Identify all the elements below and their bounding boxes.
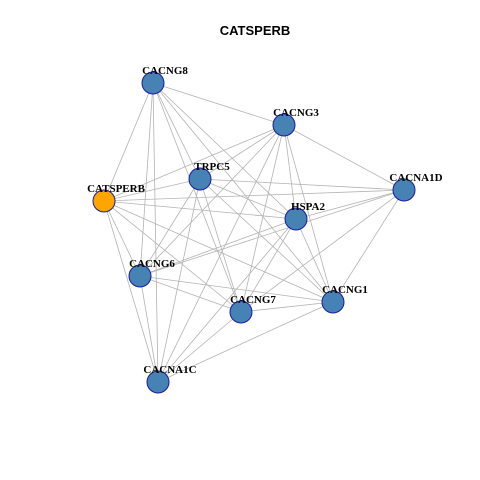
node-cacng7 (229, 300, 253, 324)
node-cacng1 (321, 290, 345, 314)
node-layer (92, 71, 416, 394)
edge-catsperb-cacng6 (103, 200, 141, 277)
node-label-cacng8: CACNG8 (142, 65, 188, 77)
edge-cacng3-trpc5 (199, 124, 285, 180)
edge-cacng8-hspa2 (152, 82, 297, 220)
edge-cacng8-trpc5 (152, 82, 201, 180)
node-cacng8 (141, 71, 165, 95)
node-label-cacng1: CACNG1 (322, 284, 368, 296)
edge-hspa2-cacng6 (139, 218, 297, 277)
node-label-cacng7: CACNG7 (230, 294, 276, 306)
diagram-title: CATSPERB (220, 23, 291, 38)
edge-cacng6-cacna1c (139, 275, 159, 383)
edge-trpc5-cacng7 (199, 178, 242, 313)
node-cacna1c (146, 370, 170, 394)
edge-catsperb-hspa2 (103, 200, 297, 220)
edge-trpc5-catsperb (103, 178, 201, 202)
edge-cacng8-cacna1c (152, 82, 159, 383)
edge-hspa2-cacng1 (295, 218, 334, 303)
edge-trpc5-cacng1 (199, 178, 334, 303)
edge-cacng8-catsperb (103, 82, 154, 202)
edge-trpc5-cacna1d (199, 178, 405, 191)
edge-cacng3-cacng7 (240, 124, 285, 313)
edge-catsperb-cacng7 (103, 200, 242, 313)
node-cacng6 (128, 264, 152, 288)
edge-cacng6-cacng1 (139, 275, 334, 303)
edge-cacng6-cacng7 (139, 275, 242, 313)
edge-trpc5-cacng6 (139, 178, 201, 277)
edge-cacng1-cacna1c (157, 301, 334, 383)
node-label-cacna1d: CACNA1D (389, 172, 442, 184)
edge-cacng7-cacna1c (157, 311, 242, 383)
node-label-trpc5: TRPC5 (194, 161, 230, 173)
node-label-catsperb: CATSPERB (87, 183, 146, 195)
edge-cacna1d-hspa2 (295, 189, 405, 220)
edge-hspa2-cacng7 (240, 218, 297, 313)
edge-cacng8-cacng6 (139, 82, 154, 277)
edge-hspa2-cacna1c (157, 218, 297, 383)
node-cacna1d (392, 178, 416, 202)
edge-cacng1-cacng7 (240, 301, 334, 313)
edge-cacna1d-cacng7 (240, 189, 405, 313)
edge-cacng3-cacng6 (139, 124, 285, 277)
node-trpc5 (188, 167, 212, 191)
edge-cacng3-cacng1 (283, 124, 334, 303)
edge-cacng3-cacna1d (283, 124, 405, 191)
edge-cacng3-cacna1c (157, 124, 285, 383)
edge-cacna1d-cacng6 (139, 189, 405, 277)
node-label-cacng3: CACNG3 (273, 107, 319, 119)
edge-catsperb-cacna1c (103, 200, 159, 383)
node-cacng3 (272, 113, 296, 137)
edge-cacng3-catsperb (103, 124, 285, 202)
node-label-hspa2: HSPA2 (291, 201, 326, 213)
edge-cacna1d-cacng1 (332, 189, 405, 303)
node-catsperb (92, 189, 116, 213)
edge-catsperb-cacna1d (103, 189, 405, 202)
edge-trpc5-cacna1c (157, 178, 201, 383)
edge-layer (103, 82, 405, 383)
node-hspa2 (284, 207, 308, 231)
edge-catsperb-cacng1 (103, 200, 334, 303)
edge-trpc5-hspa2 (199, 178, 297, 220)
edge-cacng3-hspa2 (283, 124, 297, 220)
node-label-cacna1c: CACNA1C (143, 364, 196, 376)
node-label-cacng6: CACNG6 (129, 258, 175, 270)
edge-cacng8-cacng3 (152, 82, 285, 126)
